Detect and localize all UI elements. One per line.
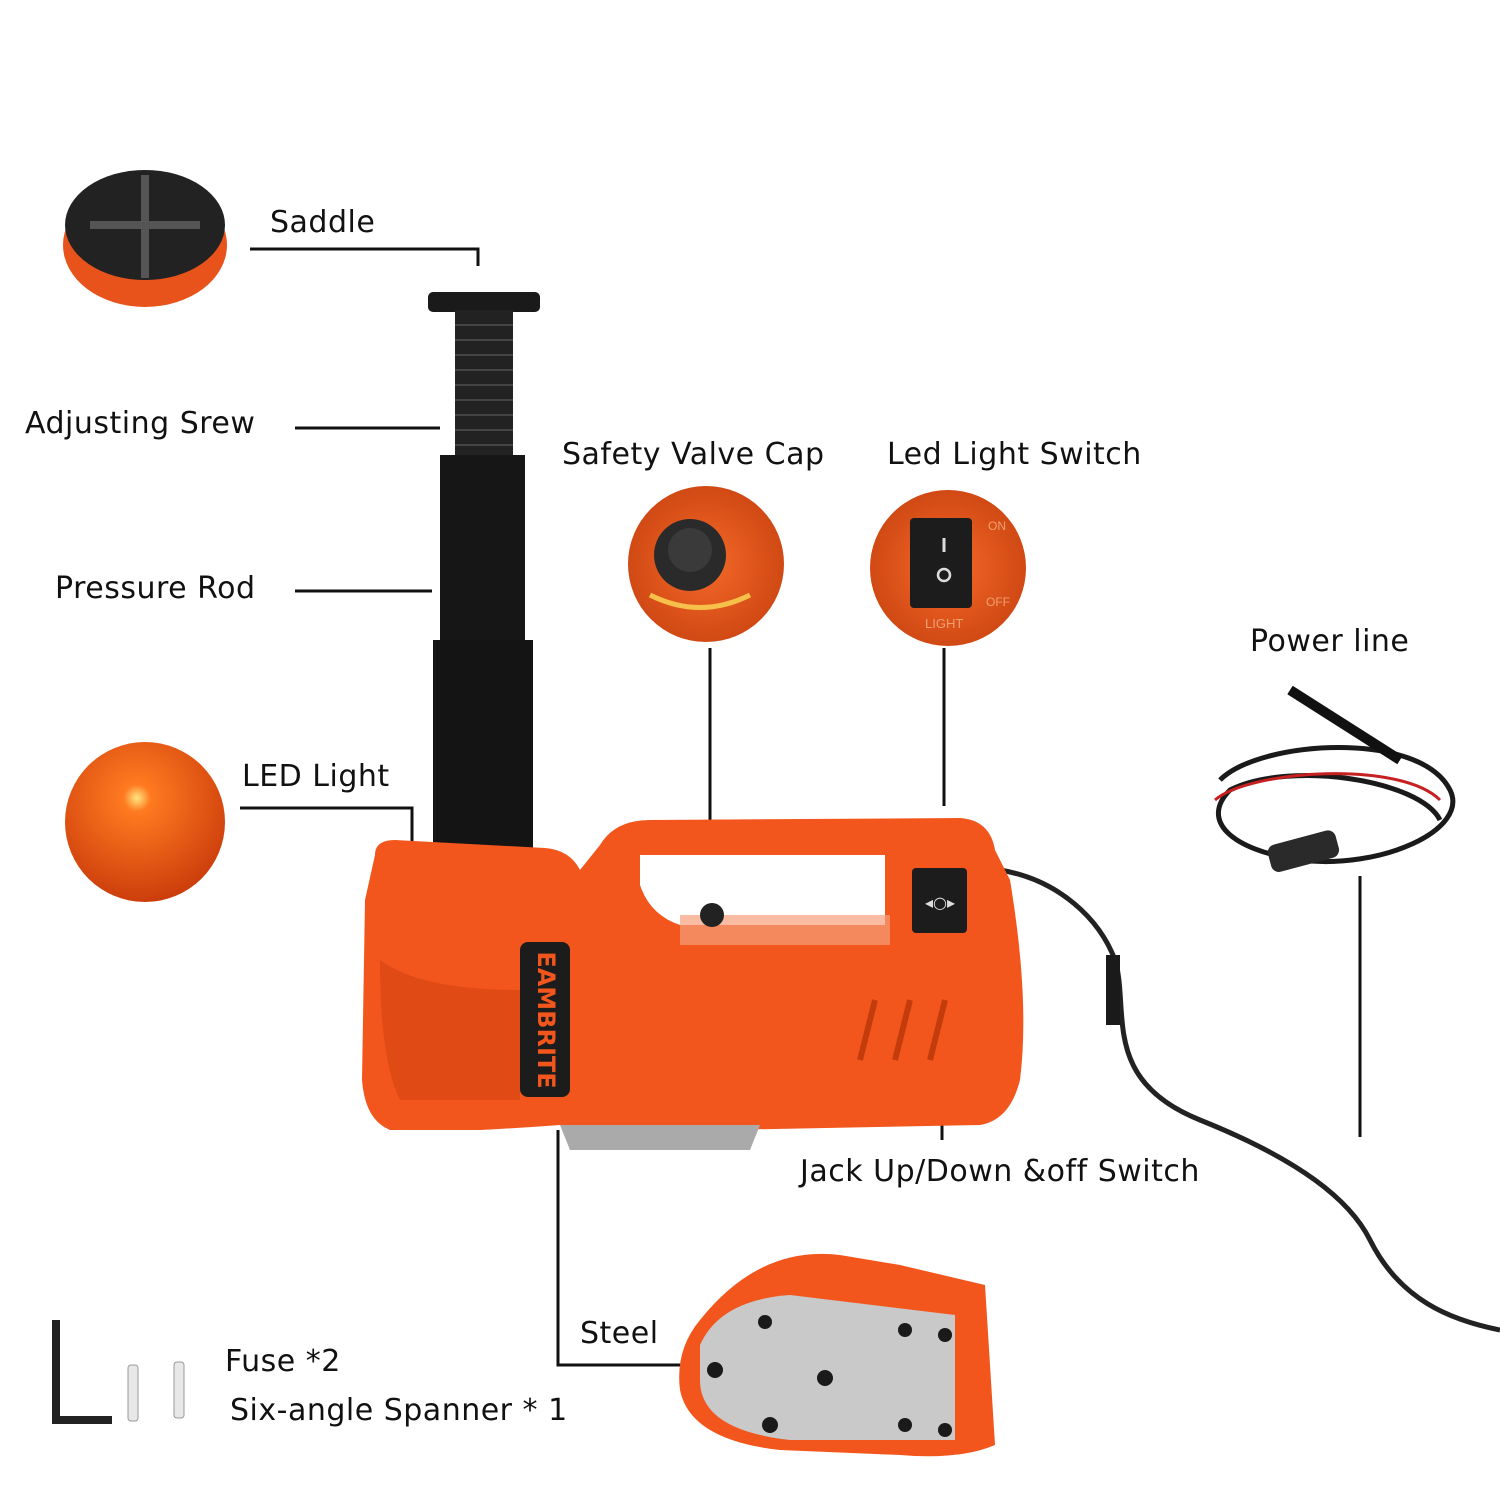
label-power-line: Power line xyxy=(1250,624,1410,659)
label-safety-valve-cap: Safety Valve Cap xyxy=(562,437,825,472)
svg-text:◂○▸: ◂○▸ xyxy=(925,893,955,912)
jack-column xyxy=(428,292,540,860)
label-saddle: Saddle xyxy=(270,205,376,240)
svg-text:ON: ON xyxy=(988,519,1006,533)
saddle-leader xyxy=(250,247,480,266)
accessories xyxy=(52,1320,185,1424)
led-inset xyxy=(65,742,225,902)
jack-body: EAMBRITE ◂○▸ xyxy=(362,818,1024,1150)
leader-lines xyxy=(240,247,1362,1367)
steel-leader xyxy=(556,1130,682,1367)
valve-inset xyxy=(628,486,784,642)
label-fuse: Fuse *2 xyxy=(225,1344,341,1379)
base-inset xyxy=(679,1253,995,1457)
svg-text:LIGHT: LIGHT xyxy=(925,616,963,631)
power-cord xyxy=(999,685,1500,1333)
svg-text:OFF: OFF xyxy=(986,595,1010,609)
label-spanner: Six-angle Spanner * 1 xyxy=(230,1393,568,1428)
label-steel: Steel xyxy=(580,1316,659,1351)
led-leader xyxy=(240,806,414,842)
label-pressure-rod: Pressure Rod xyxy=(55,571,256,606)
light-switch-inset: ON OFF LIGHT xyxy=(870,490,1026,646)
label-adjusting-screw: Adjusting Srew xyxy=(25,406,256,441)
label-jack-switch: Jack Up/Down &off Switch xyxy=(800,1154,1200,1189)
saddle-inset xyxy=(63,170,227,307)
label-led-light: LED Light xyxy=(242,759,390,794)
label-led-light-switch: Led Light Switch xyxy=(887,437,1142,472)
brand-label: EAMBRITE xyxy=(532,951,560,1088)
jack-switch xyxy=(912,868,967,933)
